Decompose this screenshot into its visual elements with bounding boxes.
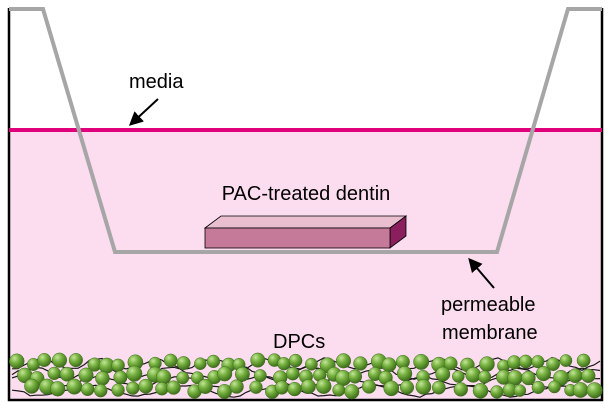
- media-label: media: [129, 71, 184, 93]
- dpcs-label: DPCs: [273, 331, 325, 353]
- dpc-cell: [344, 384, 360, 400]
- dpc-cell: [229, 379, 244, 394]
- dpc-cell: [288, 353, 303, 368]
- dpc-cell: [478, 370, 492, 384]
- dpc-cell: [399, 380, 415, 395]
- dpc-cell: [586, 382, 603, 399]
- dpc-cell: [78, 367, 94, 383]
- dpc-cell: [361, 379, 377, 394]
- dpc-cell: [287, 381, 302, 397]
- dentin-specimen: [203, 215, 408, 249]
- dpc-cell: [277, 357, 291, 371]
- dpc-cell: [274, 380, 289, 395]
- dpc-cell: [59, 366, 75, 382]
- dpc-cell: [163, 353, 178, 368]
- well-outline: [7, 8, 604, 402]
- dpc-cell: [531, 355, 545, 369]
- dpc-cell: [80, 382, 95, 397]
- dpc-cell: [479, 356, 495, 372]
- dpc-cell: [546, 357, 560, 371]
- dpc-cell: [315, 378, 332, 394]
- dpc-cell: [300, 379, 316, 394]
- dpc-cell: [353, 356, 368, 371]
- dpc-cell: [176, 371, 190, 385]
- dentin-front-face: [204, 227, 391, 249]
- dpc-cell: [559, 354, 573, 367]
- dpc-cell: [453, 382, 468, 397]
- dpc-cell: [253, 369, 267, 383]
- dpc-cell: [531, 380, 545, 394]
- dpc-cell: [413, 353, 430, 370]
- dpc-cell: [576, 353, 591, 368]
- dpc-cell: [443, 356, 458, 371]
- dpc-cell: [381, 357, 397, 373]
- dpc-cell: [176, 356, 191, 371]
- dpc-cell: [490, 385, 504, 399]
- media-arrow-icon: [128, 98, 159, 126]
- dpc-cell: [250, 352, 266, 368]
- dpc-cell: [37, 353, 52, 367]
- dpc-cell: [206, 354, 221, 369]
- dpc-cell: [24, 378, 40, 394]
- dpc-cell: [513, 384, 527, 397]
- dpc-cell: [155, 381, 169, 396]
- dpc-cell: [472, 383, 489, 399]
- dpc-cell: [47, 366, 61, 381]
- dpc-cell: [126, 381, 140, 395]
- transwell-insert: [9, 7, 602, 254]
- dpc-cell: [452, 370, 465, 383]
- dpc-cell: [431, 380, 446, 395]
- dpc-cell: [111, 358, 125, 373]
- dpc-cell: [217, 366, 233, 382]
- dpc-cell: [50, 381, 66, 397]
- dpc-cell: [521, 370, 536, 386]
- dpc-cell: [535, 366, 552, 382]
- dpc-cell: [194, 357, 207, 370]
- dpc-cell: [126, 365, 143, 382]
- dpc-cell: [581, 368, 596, 383]
- dpc-cell: [249, 380, 263, 394]
- dpc-cell: [138, 378, 154, 394]
- dpc-cell: [95, 371, 110, 386]
- dpc-cell: [9, 353, 25, 369]
- dpc-cell: [197, 378, 213, 394]
- dpc-cell: [111, 383, 125, 397]
- dpc-cell: [347, 369, 363, 384]
- membrane-label-line2: membrane: [442, 322, 538, 344]
- dpc-cell: [234, 366, 250, 382]
- dpc-cell: [548, 380, 561, 394]
- dpc-cell: [567, 368, 583, 384]
- dentin-top-face: [203, 215, 408, 229]
- dentin-label: PAC-treated dentin: [222, 183, 391, 205]
- dpc-cell: [383, 380, 400, 397]
- dpc-cell: [305, 357, 318, 371]
- membrane-label-line1: permeable: [441, 294, 536, 316]
- culture-medium: [9, 130, 602, 400]
- dpc-cell: [286, 366, 300, 381]
- dpc-cell: [93, 383, 108, 398]
- dpc-cell-layer: [9, 352, 603, 400]
- dpc-cell: [66, 378, 83, 395]
- dpc-cell: [518, 354, 533, 369]
- dpc-cell: [332, 383, 346, 397]
- dpc-cell: [113, 370, 128, 385]
- dpc-cell: [335, 353, 352, 369]
- dpc-cell: [396, 365, 413, 382]
- dpc-cell: [166, 380, 181, 395]
- dpc-cell: [68, 353, 83, 368]
- dpc-cell: [572, 382, 589, 398]
- membrane-arrow-icon: [468, 257, 495, 289]
- dpc-cell: [51, 352, 68, 368]
- dpc-cell: [435, 366, 451, 382]
- dpc-cell: [415, 378, 432, 395]
